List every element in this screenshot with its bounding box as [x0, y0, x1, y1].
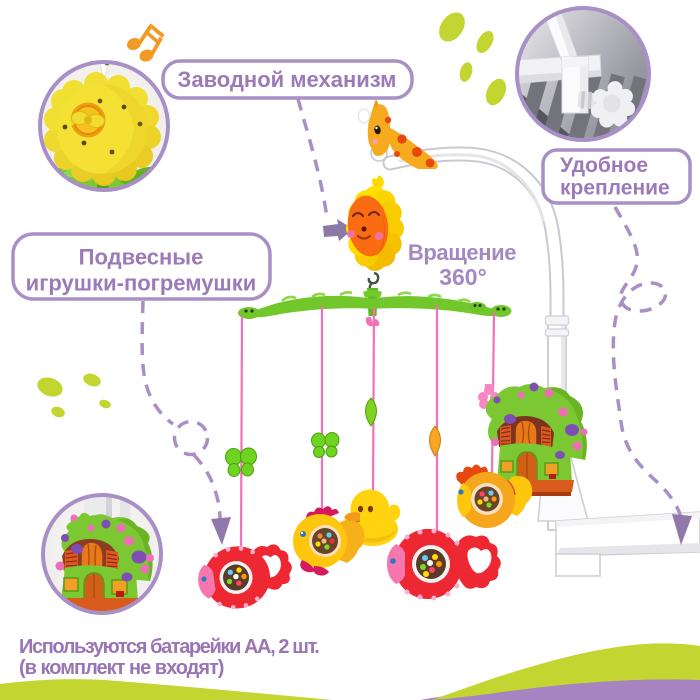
- svg-text:360°: 360°: [439, 264, 487, 290]
- svg-text:игрушки-погремушки: игрушки-погремушки: [26, 271, 257, 296]
- svg-text:крепление: крепление: [560, 177, 670, 200]
- svg-text:Используются батарейки АА, 2 ш: Используются батарейки АА, 2 шт.: [19, 636, 319, 658]
- svg-text:Заводной механизм: Заводной механизм: [178, 67, 397, 92]
- svg-text:Подвесные: Подвесные: [79, 245, 204, 270]
- svg-text:(в комплект не входят): (в комплект не входят): [19, 657, 224, 679]
- svg-text:Удобное: Удобное: [560, 154, 648, 177]
- svg-text:Вращение: Вращение: [408, 240, 516, 265]
